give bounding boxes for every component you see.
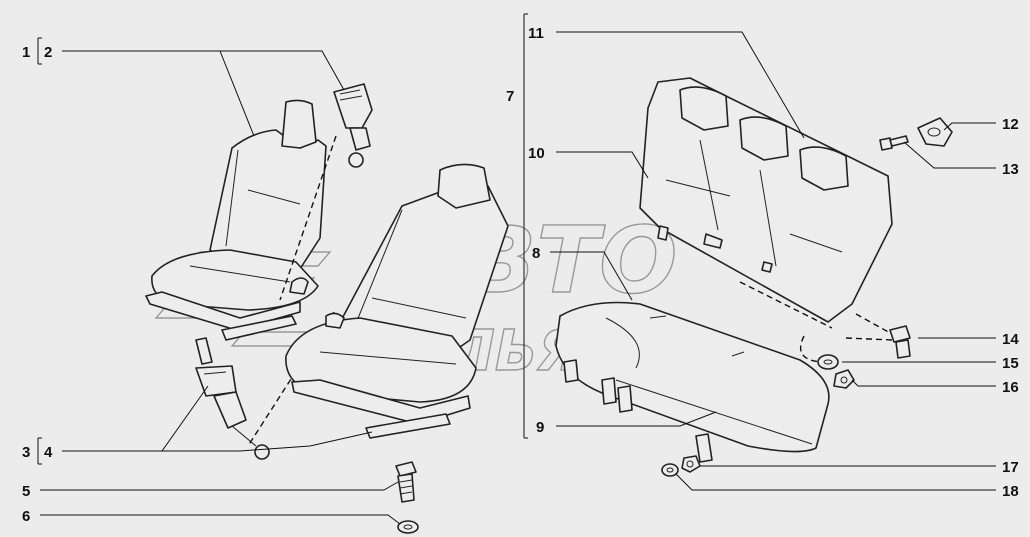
callout-1: 1 xyxy=(22,44,30,61)
callout-17: 17 xyxy=(1002,459,1019,476)
callout-3: 3 xyxy=(22,444,30,461)
callout-7: 7 xyxy=(506,88,514,105)
washer-18 xyxy=(661,463,679,477)
assembly-line-rear-2 xyxy=(855,313,893,335)
assembly-line-left-1 xyxy=(279,135,337,301)
callout-11: 11 xyxy=(528,25,544,42)
callout-12: 12 xyxy=(1002,116,1019,133)
rear-seat-cushion xyxy=(555,301,830,463)
callout-4: 4 xyxy=(44,444,53,461)
rear-seat-backrest xyxy=(639,77,893,323)
seat-belt-buckle-lower xyxy=(195,337,270,460)
nut-16 xyxy=(833,369,855,389)
seat-belt-buckle-upper xyxy=(333,83,373,168)
nut-17 xyxy=(681,455,701,473)
bracket-12 xyxy=(917,117,953,147)
callout-labels: 1 2 3 4 5 6 7 8 9 10 11 12 13 14 15 16 1… xyxy=(22,25,1019,525)
washer-15 xyxy=(817,354,839,370)
callout-9: 9 xyxy=(536,419,544,436)
callout-15: 15 xyxy=(1002,355,1019,372)
callout-16: 16 xyxy=(1002,379,1019,396)
callout-13: 13 xyxy=(1002,161,1019,178)
callout-14: 14 xyxy=(1002,331,1019,348)
callout-6: 6 xyxy=(22,508,30,525)
bolt-14 xyxy=(889,325,911,359)
callout-5: 5 xyxy=(22,483,30,500)
assembly-line-rear-3 xyxy=(799,335,823,363)
front-seat-left xyxy=(145,99,327,341)
callout-10: 10 xyxy=(528,145,545,162)
assembly-line-left-2 xyxy=(247,311,335,447)
bolt-5 xyxy=(395,461,417,503)
callout-2: 2 xyxy=(44,44,52,61)
assembly-line-rear-1 xyxy=(739,281,833,329)
front-seat-right xyxy=(285,163,509,439)
callout-8: 8 xyxy=(532,245,540,262)
assembly-line-rear-4 xyxy=(845,337,893,341)
washer-6 xyxy=(397,520,419,534)
callout-18: 18 xyxy=(1002,483,1019,500)
screw-13 xyxy=(879,135,909,151)
callout-leaders xyxy=(37,13,996,525)
